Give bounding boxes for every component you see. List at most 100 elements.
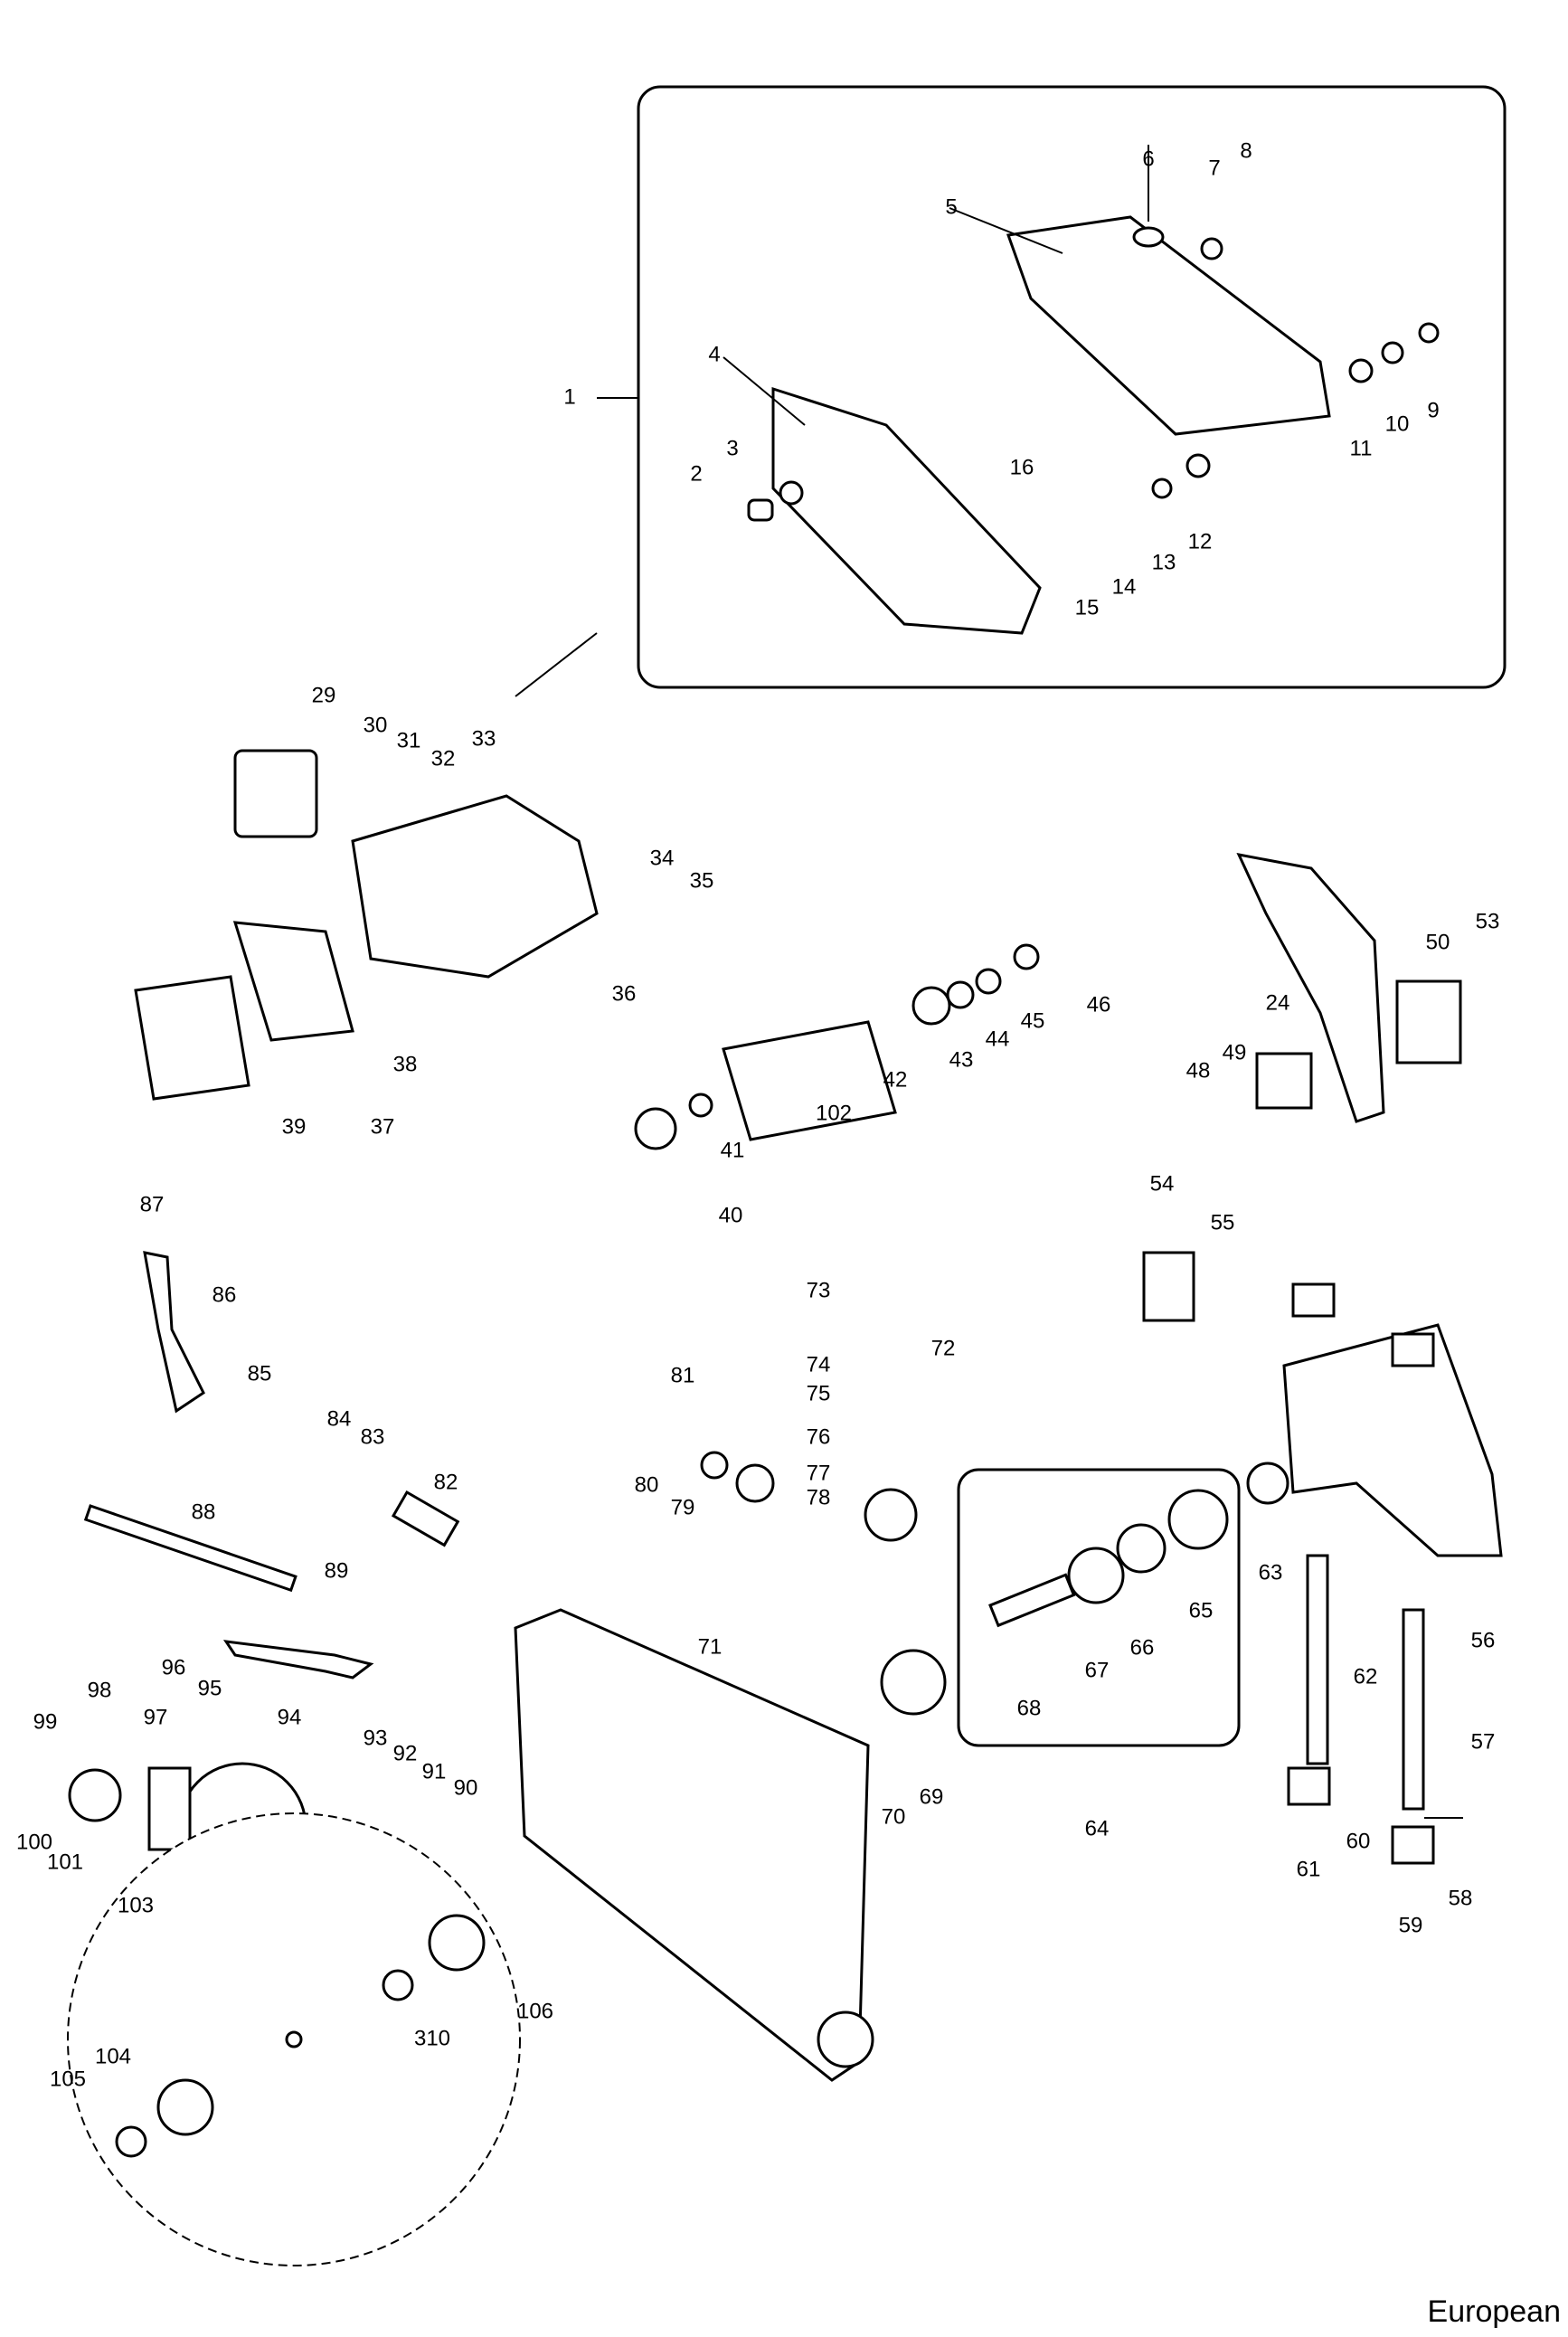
- part-label-69: 69: [920, 1784, 944, 1809]
- part-label-102: 102: [816, 1101, 852, 1125]
- part-label-61: 61: [1297, 1857, 1321, 1881]
- part-label-55: 55: [1211, 1210, 1235, 1235]
- washer-part: [688, 1093, 713, 1118]
- part-label-75: 75: [807, 1381, 831, 1405]
- part-label-44: 44: [986, 1027, 1010, 1051]
- part-label-38: 38: [393, 1052, 418, 1076]
- part-label-4: 4: [708, 342, 720, 366]
- bearing-part: [912, 986, 951, 1026]
- part-label-67: 67: [1085, 1658, 1110, 1682]
- part-label-104: 104: [95, 2044, 131, 2068]
- part-label-39: 39: [282, 1114, 307, 1139]
- spindle-part: [391, 1490, 460, 1547]
- part-label-88: 88: [192, 1500, 216, 1524]
- part-label-36: 36: [612, 981, 637, 1006]
- part-label-54: 54: [1150, 1171, 1175, 1196]
- flange-part: [880, 1649, 947, 1716]
- part-label-86: 86: [213, 1282, 237, 1307]
- shaft-part: [1306, 1554, 1329, 1765]
- washer-part: [779, 480, 804, 506]
- clamp-part: [1391, 1825, 1435, 1865]
- part-label-66: 66: [1130, 1635, 1155, 1660]
- part-label-77: 77: [807, 1461, 831, 1485]
- bolt-part: [747, 498, 774, 522]
- part-label-34: 34: [650, 846, 675, 870]
- part-label-45: 45: [1021, 1008, 1045, 1033]
- washer-part: [1348, 358, 1374, 383]
- part-label-81: 81: [671, 1363, 695, 1387]
- part-label-83: 83: [361, 1424, 385, 1449]
- washer-part: [946, 980, 975, 1009]
- part-label-33: 33: [472, 726, 496, 751]
- clamp-part: [1287, 1766, 1331, 1806]
- part-label-6: 6: [1142, 147, 1154, 171]
- washer-part: [1013, 943, 1040, 970]
- part-label-50: 50: [1426, 930, 1450, 954]
- part-label-101: 101: [47, 1850, 83, 1874]
- part-label-40: 40: [719, 1203, 743, 1227]
- washer-part: [1151, 478, 1173, 499]
- part-label-41: 41: [721, 1138, 745, 1162]
- bearing-part: [1246, 1462, 1289, 1505]
- part-label-91: 91: [422, 1759, 447, 1784]
- part-label-5: 5: [945, 194, 957, 219]
- part-label-12: 12: [1188, 529, 1213, 554]
- part-label-96: 96: [162, 1655, 186, 1679]
- part-label-53: 53: [1476, 909, 1500, 933]
- blade-arbor-hole: [285, 2030, 303, 2048]
- part-label-49: 49: [1223, 1040, 1247, 1064]
- motor-housing: [351, 794, 599, 979]
- part-label-59: 59: [1399, 1913, 1423, 1937]
- spindle-part: [988, 1573, 1076, 1628]
- part-label-65: 65: [1189, 1598, 1214, 1623]
- plate-part: [1142, 1251, 1195, 1322]
- part-label-11: 11: [1350, 436, 1373, 460]
- part-label-31: 31: [397, 728, 421, 752]
- leader-lines: [515, 145, 1463, 1819]
- bearing-part: [1067, 1547, 1125, 1604]
- part-label-15: 15: [1075, 595, 1100, 620]
- part-label-73: 73: [807, 1278, 831, 1302]
- part-label-97: 97: [144, 1705, 168, 1729]
- washer-part: [1381, 341, 1404, 364]
- washer-part: [1132, 226, 1165, 248]
- part-label-68: 68: [1017, 1696, 1042, 1720]
- part-label-62: 62: [1354, 1664, 1378, 1689]
- bracket-part: [147, 1766, 192, 1851]
- guard-grille: [771, 386, 1042, 635]
- knob-part: [68, 1768, 122, 1822]
- armature-part: [722, 1020, 897, 1141]
- part-label-90: 90: [454, 1775, 478, 1800]
- part-label-92: 92: [393, 1741, 418, 1765]
- nut-part: [1200, 237, 1223, 260]
- part-label-60: 60: [1346, 1829, 1371, 1853]
- plate-part: [1255, 1052, 1313, 1110]
- part-label-74: 74: [807, 1352, 831, 1377]
- part-label-105: 105: [50, 2067, 86, 2091]
- nut-part: [1418, 322, 1440, 344]
- region-label: European: [1427, 2294, 1561, 2329]
- washer-part: [1116, 1523, 1167, 1574]
- gear-part: [735, 1463, 775, 1503]
- part-label-100: 100: [16, 1830, 52, 1854]
- link-part: [222, 1640, 374, 1679]
- washer-part: [1185, 453, 1211, 478]
- part-label-80: 80: [635, 1472, 659, 1497]
- part-label-64: 64: [1085, 1816, 1110, 1840]
- riving-knife: [1236, 852, 1385, 1123]
- knob-part: [817, 2011, 874, 2068]
- part-label-42: 42: [883, 1067, 908, 1092]
- part-label-3: 3: [726, 436, 738, 460]
- part-label-70: 70: [882, 1804, 906, 1829]
- part-label-10: 10: [1385, 412, 1410, 436]
- part-label-46: 46: [1087, 992, 1111, 1017]
- part-label-79: 79: [671, 1495, 695, 1519]
- washer-part: [975, 968, 1002, 995]
- bracket-ring-part: [134, 975, 250, 1101]
- part-label-98: 98: [88, 1678, 112, 1702]
- plate-part: [233, 749, 318, 838]
- part-label-63: 63: [1259, 1560, 1283, 1585]
- part-label-94: 94: [278, 1705, 302, 1729]
- part-label-48: 48: [1186, 1058, 1211, 1083]
